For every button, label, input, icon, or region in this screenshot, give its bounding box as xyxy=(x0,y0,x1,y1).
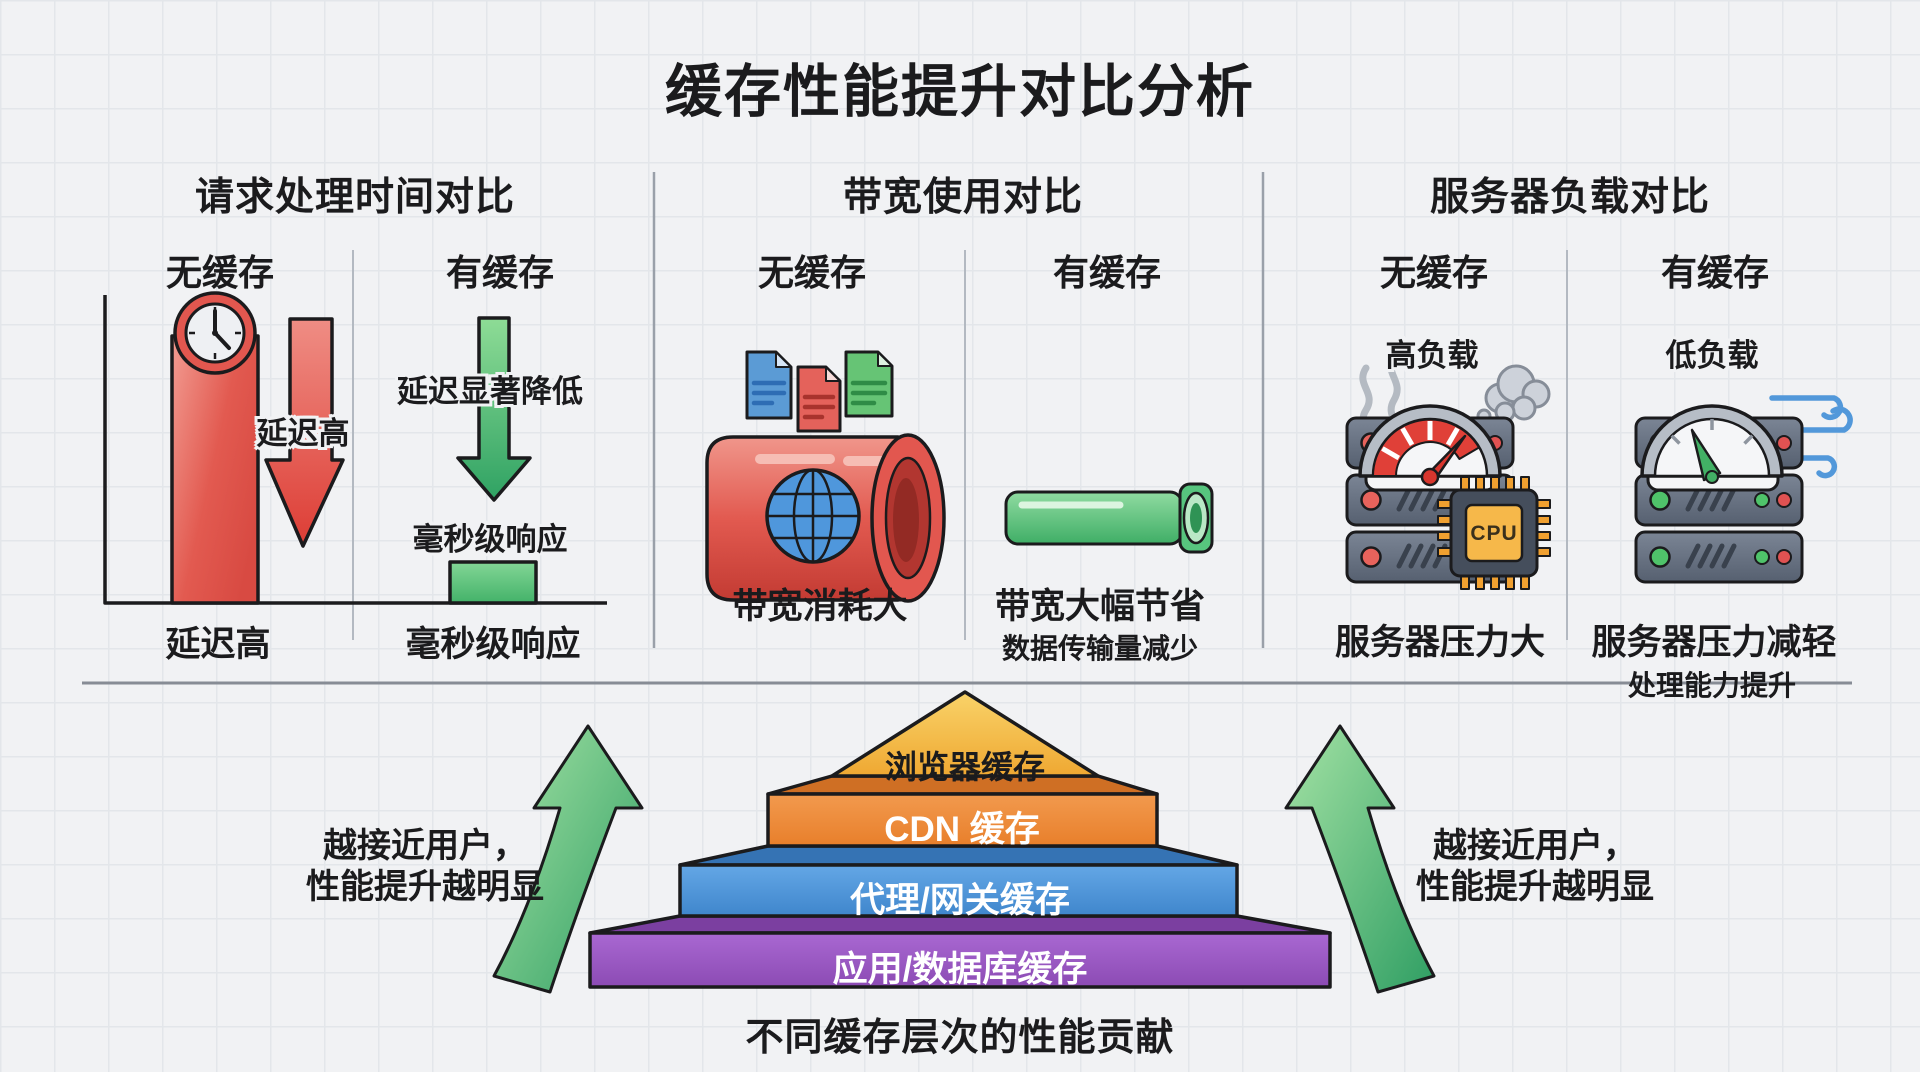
pyramid-note-right-line2: 性能提升越明显 xyxy=(1416,867,1654,906)
pyramid-layer-browser-label: 浏览器缓存 xyxy=(884,749,1046,785)
pyramid-note-right: 越接近用户， 性能提升越明显 xyxy=(1390,826,1680,908)
pyramid-note-left: 越接近用户， 性能提升越明显 xyxy=(280,826,570,908)
pyramid-note-left-line1: 越接近用户， xyxy=(323,827,527,865)
bandwidth-graphics xyxy=(705,350,1214,603)
bandwidth-with-cache-caption: 带宽大幅节省 xyxy=(994,587,1206,626)
pyramid-layer-proxy-front xyxy=(678,863,1239,918)
wind-icon xyxy=(1761,395,1853,479)
pyramid-note-left-line2: 性能提升越明显 xyxy=(306,867,544,906)
clock-icon xyxy=(173,291,257,375)
server-with-cache-label: 有缓存 xyxy=(1660,252,1770,293)
high-latency-bar xyxy=(170,334,260,605)
page-title: 缓存性能提升对比分析 xyxy=(665,60,1255,124)
gauge-high-icon xyxy=(1358,404,1502,492)
low-latency-bar xyxy=(448,560,538,605)
pyramid-caption: 不同缓存层次的性能贡献 xyxy=(745,1017,1175,1059)
server-with-cache-subcaption: 处理能力提升 xyxy=(1627,670,1797,701)
up-arrow-right-icon xyxy=(1284,724,1436,994)
pyramid-layer-app-label: 应用/数据库缓存 xyxy=(832,950,1088,989)
narrow-pipe-icon xyxy=(1004,482,1214,554)
up-arrow-left-icon xyxy=(492,724,644,994)
globe-icon xyxy=(765,468,861,564)
section-dividers xyxy=(82,172,1852,685)
document-green-icon xyxy=(844,350,894,418)
server-low-load-label: 低负载 xyxy=(1665,338,1759,373)
latency-improvement-note: 延迟显著降低 xyxy=(397,374,583,409)
bandwidth-with-cache-subcaption: 数据传输量减少 xyxy=(1001,633,1199,664)
bandwidth-no-cache-label: 无缓存 xyxy=(757,252,867,293)
latency-no-cache-label: 无缓存 xyxy=(165,252,275,293)
server-load-graphics xyxy=(1345,352,1853,590)
red-down-arrow-icon xyxy=(264,317,345,548)
bandwidth-with-cache-label: 有缓存 xyxy=(1052,252,1162,293)
latency-section-title: 请求处理时间对比 xyxy=(194,176,516,219)
server-no-cache-label: 无缓存 xyxy=(1379,252,1489,293)
latency-with-cache-label: 有缓存 xyxy=(445,252,555,293)
green-down-arrow-icon xyxy=(456,316,532,502)
bandwidth-section-title: 带宽使用对比 xyxy=(842,176,1084,219)
pyramid-layer-browser xyxy=(830,690,1100,778)
pyramid-layer-cdn-front xyxy=(766,792,1159,848)
axis-lines xyxy=(103,295,607,605)
latency-chart xyxy=(103,291,607,605)
latency-with-cache-caption: 毫秒级响应 xyxy=(405,625,581,664)
latency-response-note: 毫秒级响应 xyxy=(412,522,568,557)
smoke-cloud-icon xyxy=(1476,364,1551,424)
gauge-low-icon xyxy=(1640,404,1784,492)
document-red-icon xyxy=(796,365,842,433)
server-section-title: 服务器负载对比 xyxy=(1429,176,1711,219)
latency-no-cache-caption: 延迟高 xyxy=(165,625,271,664)
cpu-chip-label: CPU xyxy=(1470,522,1518,545)
server-no-cache-caption: 服务器压力大 xyxy=(1334,623,1546,662)
cpu-chip-icon xyxy=(1437,476,1551,590)
latency-arrow-label: 延迟高 xyxy=(256,416,350,451)
server-high-load-label: 高负载 xyxy=(1385,338,1479,373)
bandwidth-no-cache-caption: 带宽消耗大 xyxy=(732,587,908,626)
document-blue-icon xyxy=(745,350,793,420)
pyramid-layer-proxy-label: 代理/网关缓存 xyxy=(850,881,1070,920)
pyramid-note-right-line1: 越接近用户， xyxy=(1433,827,1637,865)
pyramid-layer-cdn-label: CDN 缓存 xyxy=(884,810,1040,849)
pyramid-layer-app-front xyxy=(588,931,1332,989)
cache-pyramid xyxy=(588,690,1332,989)
server-with-cache-caption: 服务器压力减轻 xyxy=(1591,623,1837,662)
